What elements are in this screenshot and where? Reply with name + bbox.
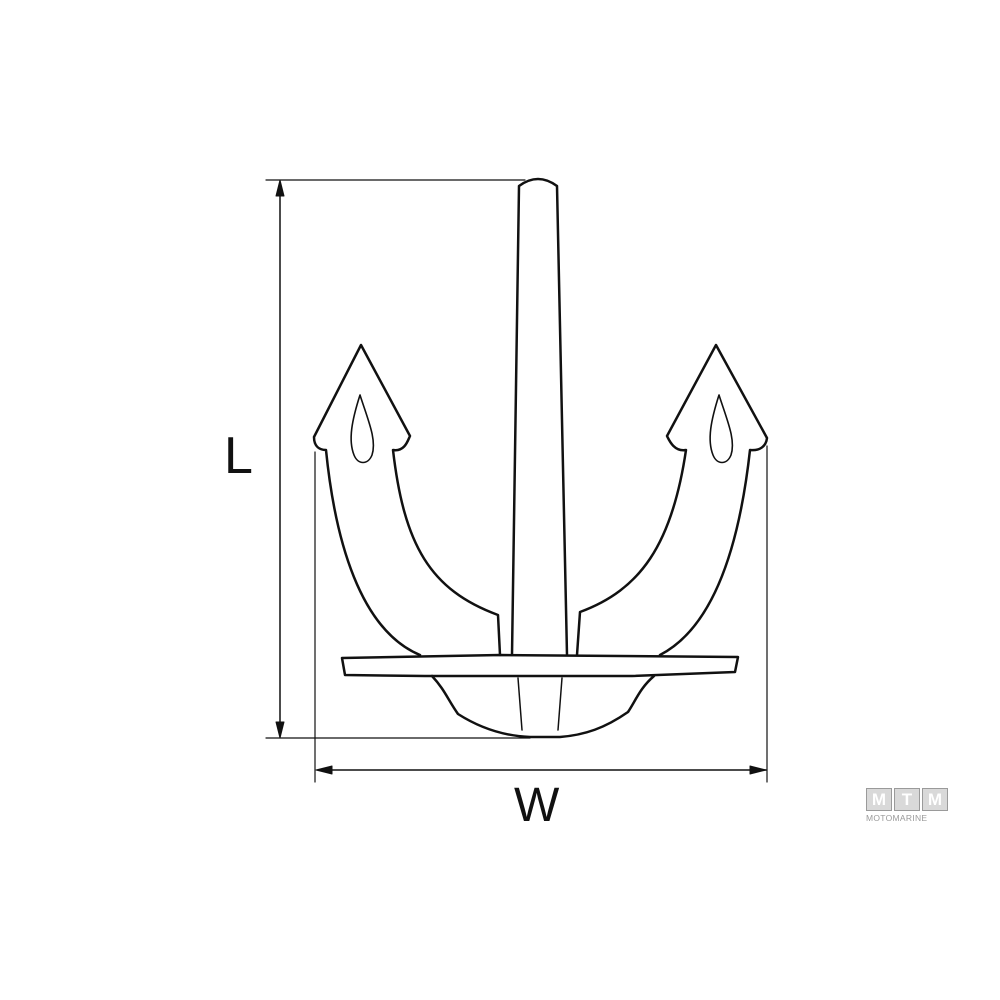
motomarine-logo: M T M MOTOMARINE bbox=[866, 788, 950, 824]
left-fluke-teardrop bbox=[350, 394, 375, 464]
anchor-stock bbox=[340, 653, 740, 678]
anchor-shank bbox=[510, 177, 569, 657]
logo-letter: T bbox=[894, 788, 920, 811]
crown-center-ridge bbox=[517, 677, 563, 731]
length-label: L bbox=[224, 427, 253, 485]
length-arrow-top bbox=[275, 179, 285, 197]
logo-letter-boxes: M T M bbox=[866, 788, 950, 811]
right-fluke-teardrop bbox=[709, 394, 734, 464]
width-arrow-right bbox=[749, 765, 767, 775]
anchor-right-arm bbox=[575, 343, 769, 657]
logo-letter: M bbox=[922, 788, 948, 811]
length-arrow-bottom bbox=[275, 721, 285, 739]
width-arrow-left bbox=[315, 765, 333, 775]
logo-subtitle: MOTOMARINE bbox=[866, 813, 928, 823]
width-label: W bbox=[514, 779, 560, 832]
anchor-crown bbox=[430, 674, 656, 739]
anchor-left-arm bbox=[312, 343, 502, 657]
logo-letter: M bbox=[866, 788, 892, 811]
